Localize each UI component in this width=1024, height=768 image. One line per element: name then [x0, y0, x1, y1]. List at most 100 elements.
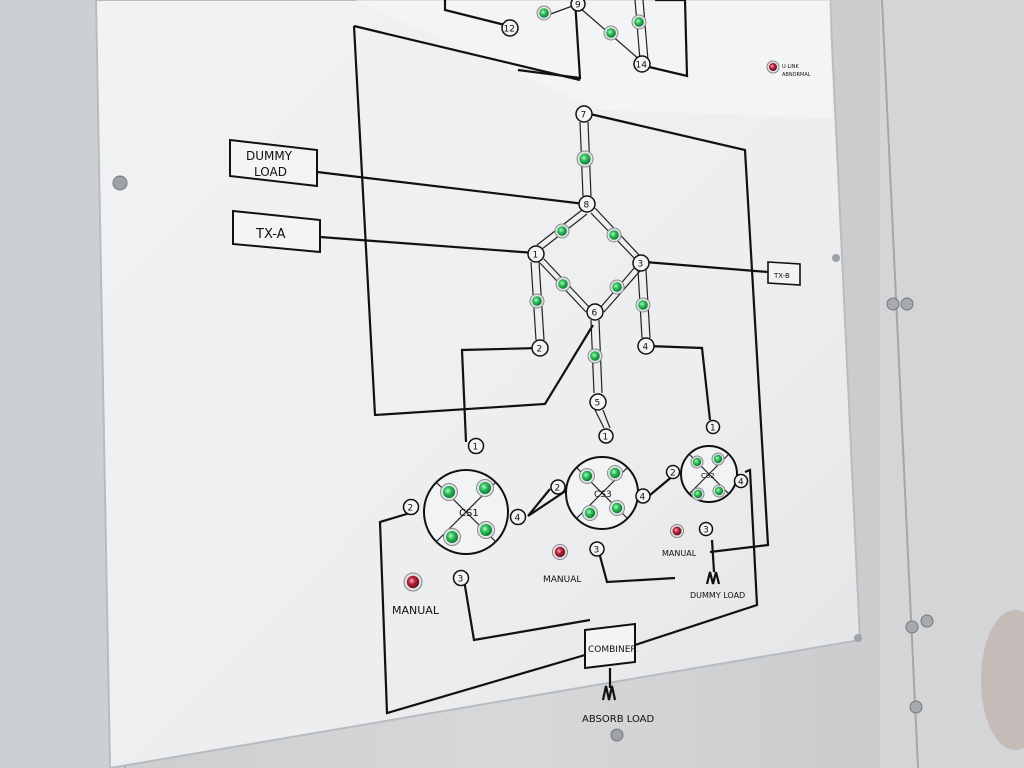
green-led [536, 5, 552, 21]
green-led [529, 293, 545, 309]
node-12: 12 [501, 19, 519, 37]
node-1: 1 [527, 245, 545, 263]
absorb-load-symbol: ABSORB LOAD [582, 685, 654, 725]
green-led [606, 227, 622, 243]
svg-text:4: 4 [640, 493, 646, 503]
red-led-manual-3 [670, 524, 684, 538]
green-led [443, 528, 461, 546]
red-led-abnormal [766, 60, 780, 74]
cs1-port-3: 3 [452, 569, 470, 587]
node-markers: 7 8 1 3 6 2 4 5 12 9 14 1 2 3 4 1 2 3 4 … [402, 0, 749, 587]
green-led [582, 505, 598, 521]
cs2-port-1: 1 [705, 419, 721, 435]
svg-text:3: 3 [638, 260, 644, 270]
abnormal-label-2: ABNORMAL [782, 72, 811, 78]
combiner-label: COMBINER [588, 645, 637, 655]
dummy-load-bottom-label: DUMMY LOAD [690, 591, 745, 600]
manual-label-2: MANUAL [543, 575, 581, 585]
cs1-port-4: 4 [509, 508, 527, 526]
green-led [690, 455, 704, 469]
green-led [631, 14, 647, 30]
green-led [603, 25, 619, 41]
svg-text:4: 4 [515, 514, 521, 524]
dummy-load-label-2: LOAD [254, 165, 287, 179]
dummy-load-symbol-bottom: DUMMY LOAD [690, 571, 745, 600]
panel-screws [112, 175, 934, 742]
green-led [609, 279, 625, 295]
svg-text:2: 2 [555, 484, 561, 494]
node-7: 7 [575, 105, 593, 123]
green-led [609, 500, 625, 516]
svg-text:4: 4 [738, 478, 744, 488]
green-led [476, 479, 494, 497]
green-led [711, 452, 725, 466]
green-led [576, 150, 594, 168]
svg-text:1: 1 [710, 424, 716, 434]
node-8: 8 [578, 195, 596, 213]
manual-label-1: MANUAL [392, 604, 440, 617]
tx-a-label: TX-A [255, 227, 286, 242]
green-indicator-leds [440, 5, 726, 546]
svg-text:14: 14 [636, 61, 648, 71]
green-led [554, 223, 570, 239]
cs1-port-2: 2 [402, 498, 420, 516]
svg-text:2: 2 [408, 504, 414, 514]
svg-text:3: 3 [594, 546, 600, 556]
tx-b-label: TX-B [773, 272, 790, 280]
manual-label-3: MANUAL [662, 549, 697, 558]
dummy-load-box: DUMMY LOAD [229, 138, 318, 188]
cs2-port-3: 3 [698, 521, 714, 537]
cs1-port-1: 1 [467, 437, 485, 455]
absorb-load-label: ABSORB LOAD [582, 714, 654, 725]
node-3: 3 [632, 254, 650, 272]
node-6: 6 [586, 303, 604, 321]
node-2: 2 [531, 339, 549, 357]
svg-text:2: 2 [537, 345, 543, 355]
svg-text:7: 7 [581, 111, 587, 121]
dummy-load-label-1: DUMMY [246, 149, 293, 163]
green-led [579, 468, 595, 484]
tx-b-box: TX-B [767, 261, 801, 286]
cs2-label: CS2 [701, 472, 715, 480]
svg-text:8: 8 [584, 201, 590, 211]
main-wiring [316, 24, 770, 715]
red-led-manual-1 [403, 572, 423, 592]
cs2-port-2: 2 [665, 464, 681, 480]
red-led-manual-2 [552, 544, 568, 560]
green-led [477, 521, 495, 539]
green-led [712, 484, 726, 498]
combiner-box: COMBINER [584, 622, 637, 670]
mimic-panel-board [94, 0, 862, 768]
node-9: 9 [570, 0, 586, 12]
cs1-label: CS1 [459, 508, 479, 519]
svg-text:9: 9 [575, 1, 581, 11]
green-led [635, 297, 651, 313]
cs3-label: CS3 [594, 490, 612, 500]
svg-text:1: 1 [473, 443, 479, 453]
svg-text:1: 1 [603, 433, 609, 443]
green-led [691, 487, 705, 501]
green-led [555, 276, 571, 292]
cs2-port-4: 4 [733, 473, 749, 489]
node-5: 5 [589, 393, 607, 411]
green-led [440, 483, 458, 501]
tx-a-box: TX-A [232, 209, 321, 254]
svg-text:3: 3 [703, 526, 709, 536]
cs3-port-3: 3 [589, 541, 605, 557]
cs3-port-1: 1 [598, 428, 614, 444]
abnormal-label-1: U-LINK [782, 64, 799, 70]
svg-text:2: 2 [670, 469, 676, 479]
node-14: 14 [633, 55, 651, 73]
svg-text:4: 4 [643, 343, 649, 353]
green-led [587, 348, 603, 364]
svg-text:6: 6 [592, 309, 598, 319]
green-led [607, 465, 623, 481]
cs3-port-2: 2 [550, 479, 566, 495]
red-indicator-leds [403, 60, 780, 592]
svg-text:12: 12 [504, 25, 515, 35]
svg-text:1: 1 [533, 251, 539, 261]
svg-text:3: 3 [458, 575, 464, 585]
node-4: 4 [637, 337, 655, 355]
